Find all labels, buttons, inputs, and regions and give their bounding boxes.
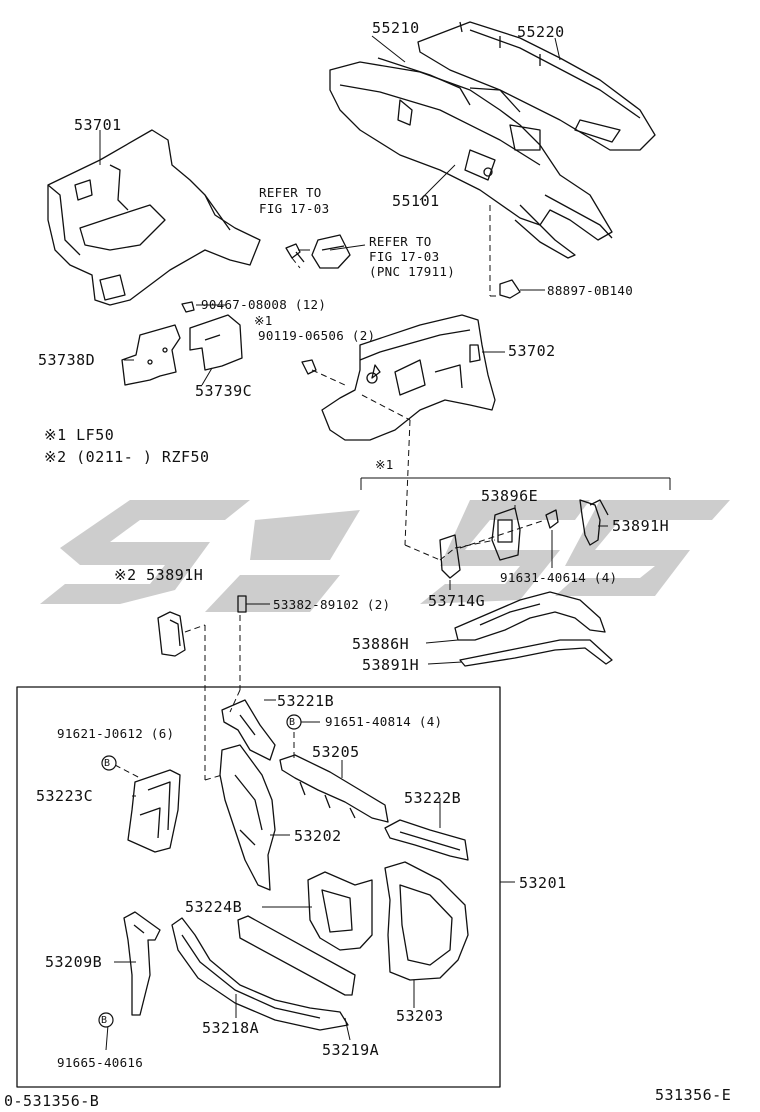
label-53702: 53702 xyxy=(508,342,556,360)
bolt-marker-group xyxy=(98,714,302,1028)
part-53886H-shape xyxy=(454,591,613,667)
part-53739C-shape xyxy=(189,314,243,371)
part-53203-shape xyxy=(384,861,469,981)
refer-note-1-line1: REFER TO xyxy=(259,185,322,200)
refer-note-2-line3: (PNC 17911) xyxy=(369,264,456,279)
bolt-marker-text-2: B xyxy=(289,717,296,728)
bolt-marker-text-3: B xyxy=(101,1015,108,1026)
part-53202-shape xyxy=(219,744,276,891)
label-91631: 91631-40614 (4) xyxy=(500,570,618,585)
label-53224B: 53224B xyxy=(185,898,243,916)
part-53891H-right-shape xyxy=(579,499,609,546)
label-53891H-left: ※2 53891H xyxy=(114,566,204,584)
bolt-marker-1 xyxy=(101,755,117,771)
part-53738D-shape xyxy=(121,324,181,386)
label-group-mark: ※1 xyxy=(375,457,394,472)
part-53714G-shape xyxy=(439,534,461,579)
bolt-marker-text-1: B xyxy=(104,758,111,769)
label-53205: 53205 xyxy=(312,743,360,761)
dashed-connectors xyxy=(114,205,546,781)
label-55220: 55220 xyxy=(517,23,565,41)
label-55101: 55101 xyxy=(392,192,440,210)
part-53891H-left-shape xyxy=(157,611,186,657)
label-53222B: 53222B xyxy=(404,789,462,807)
label-88897: 88897-0B140 xyxy=(547,283,634,298)
label-53223C: 53223C xyxy=(36,787,94,805)
label-53203: 53203 xyxy=(396,1007,444,1025)
label-53221B: 53221B xyxy=(277,692,335,710)
part-53221B-shape xyxy=(221,699,276,761)
label-91651: 91651-40814 (4) xyxy=(325,714,443,729)
part-53219A-shape xyxy=(237,915,356,996)
label-53714G: 53714G xyxy=(428,592,486,610)
refer-note-1-line2: FIG 17-03 xyxy=(259,201,330,216)
footer-left-code: 0-531356-B xyxy=(4,1092,100,1110)
label-91665: 91665-40616 xyxy=(57,1055,144,1070)
label-53891H-bottom: 53891H xyxy=(362,656,420,674)
legend-note-1: ※1 LF50 xyxy=(44,426,115,444)
part-53224B-shape xyxy=(307,871,373,951)
label-90119-mark: ※1 xyxy=(254,313,273,328)
assembly-53201-frame xyxy=(16,686,501,1088)
part-53222B-shape xyxy=(384,819,469,861)
bolt-marker-3 xyxy=(98,1012,114,1028)
watermark-logo xyxy=(40,500,730,612)
label-53219A: 53219A xyxy=(322,1041,380,1059)
part-53209B-shape xyxy=(123,911,161,1016)
label-53218A: 53218A xyxy=(202,1019,260,1037)
label-53886H: 53886H xyxy=(352,635,410,653)
label-53202: 53202 xyxy=(294,827,342,845)
label-53739C: 53739C xyxy=(195,382,253,400)
part-55101-shape xyxy=(329,57,613,259)
label-53209B: 53209B xyxy=(45,953,103,971)
refer-note-2-line1: REFER TO xyxy=(369,234,432,249)
part-53223C-shape xyxy=(127,769,181,853)
label-53201: 53201 xyxy=(519,874,567,892)
fastener-shapes xyxy=(181,234,559,613)
label-90467: 90467-08008 (12) xyxy=(201,297,327,312)
label-53738D: 53738D xyxy=(38,351,96,369)
label-55210: 55210 xyxy=(372,19,420,37)
label-53701: 53701 xyxy=(74,116,122,134)
part-53701-shape xyxy=(47,129,261,306)
legend-note-2: ※2 (0211- ) RZF50 xyxy=(44,448,210,466)
footer-right-code: 531356-E xyxy=(655,1086,732,1104)
refer-note-2-line2: FIG 17-03 xyxy=(369,249,440,264)
part-55220-shape xyxy=(417,21,656,151)
part-53205-shape xyxy=(279,754,389,823)
part-53702-shape xyxy=(321,314,496,441)
label-53382: 53382-89102 (2) xyxy=(273,597,391,612)
label-53891H-right: 53891H xyxy=(612,517,670,535)
label-91621: 91621-J0612 (6) xyxy=(57,726,175,741)
part-53218A-shape xyxy=(171,917,349,1031)
leader-lines xyxy=(99,35,671,1051)
label-90119: 90119-06506 (2) xyxy=(258,328,376,343)
bolt-marker-2 xyxy=(286,714,302,730)
label-53896E: 53896E xyxy=(481,487,539,505)
